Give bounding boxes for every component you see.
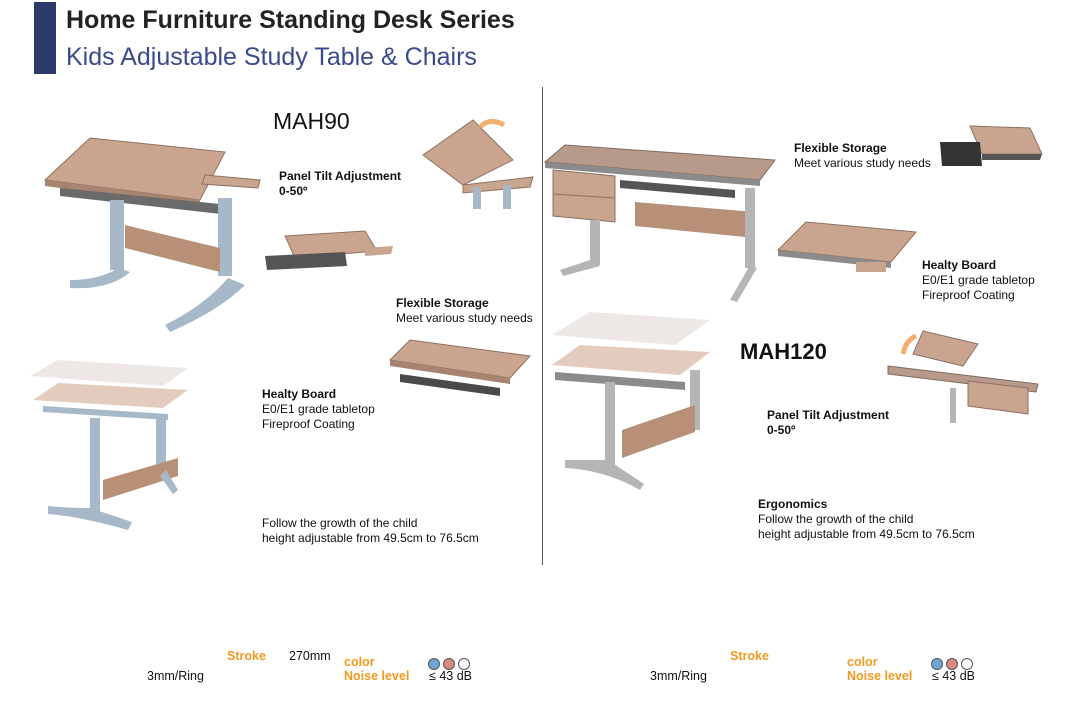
desk-mah120-storage-image — [940, 125, 1043, 166]
feature-flexible-storage-mah90: Flexible Storage Meet various study need… — [396, 296, 533, 325]
color-swatch-pink — [443, 657, 455, 670]
feature-healty-board-mah120: Healty Board E0/E1 grade tabletop Firepr… — [922, 258, 1035, 302]
color-swatch-white — [961, 657, 973, 670]
desk-mah120-main-image — [543, 144, 776, 302]
feature-growth-mah90: Follow the growth of the child height ad… — [262, 516, 479, 545]
header-accent-bar — [34, 2, 56, 74]
desk-mah90-height-image — [30, 360, 188, 530]
stroke-label-right: Stroke — [730, 649, 769, 663]
model-name-mah90: MAH90 — [273, 108, 350, 134]
color-swatch-blue — [428, 657, 440, 670]
column-divider — [542, 87, 543, 565]
feature-panel-tilt-mah120: Panel Tilt Adjustment 0-50º — [767, 408, 890, 437]
model-name-mah120: MAH120 — [740, 339, 827, 364]
ring-value-right: 3mm/Ring — [650, 669, 707, 683]
stroke-label-left: Stroke — [227, 649, 266, 663]
page-title: Home Furniture Standing Desk Series — [66, 6, 515, 34]
page-subtitle: Kids Adjustable Study Table & Chairs — [66, 43, 477, 71]
feature-panel-tilt-mah90: Panel Tilt Adjustment 0-50º — [279, 169, 402, 198]
color-label-right: color — [847, 655, 878, 669]
noise-label-right: Noise level — [847, 669, 913, 683]
ring-value-left: 3mm/Ring — [147, 669, 204, 683]
desk-mah120-height-image — [552, 312, 710, 490]
desk-mah120-board-image — [776, 221, 917, 272]
desk-mah120-tilt-image — [887, 330, 1039, 423]
color-swatch-pink — [946, 657, 958, 670]
noise-value-left: ≤ 43 dB — [429, 669, 472, 683]
color-swatches-left — [428, 655, 473, 673]
noise-label-left: Noise level — [344, 669, 410, 683]
feature-ergonomics-mah120: Ergonomics Follow the growth of the chil… — [758, 497, 975, 541]
color-swatch-white — [458, 657, 470, 670]
desk-mah90-main-image — [43, 137, 261, 332]
noise-value-right: ≤ 43 dB — [932, 669, 975, 683]
desk-mah90-tilt-image — [422, 119, 534, 209]
color-swatch-blue — [931, 657, 943, 670]
color-label-left: color — [344, 655, 375, 669]
color-swatches-right — [931, 655, 976, 673]
stroke-value-left: 270mm — [289, 649, 331, 663]
desk-mah90-drawer-image — [265, 230, 393, 270]
feature-healty-board-mah90: Healty Board E0/E1 grade tabletop Firepr… — [262, 387, 375, 431]
feature-flexible-storage-mah120: Flexible Storage Meet various study need… — [794, 141, 931, 170]
desk-mah90-board-image — [388, 339, 532, 396]
